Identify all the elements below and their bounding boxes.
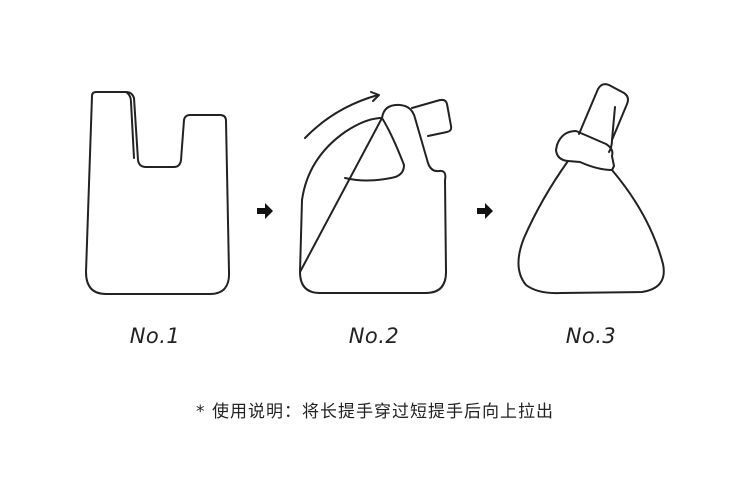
arrow-right-icon bbox=[257, 203, 273, 219]
step-label-1: No.1 bbox=[129, 324, 181, 348]
step-label-2: No.2 bbox=[348, 324, 400, 348]
tote-bag-knotted-icon bbox=[517, 83, 665, 295]
step-label-3: No.3 bbox=[565, 324, 617, 348]
tote-bag-handle-threaded-icon bbox=[299, 91, 453, 294]
arrow-right-icon bbox=[477, 203, 493, 219]
tote-bag-open-icon bbox=[85, 91, 231, 295]
usage-instruction: * 使用说明：将长提手穿过短提手后向上拉出 bbox=[196, 402, 554, 422]
